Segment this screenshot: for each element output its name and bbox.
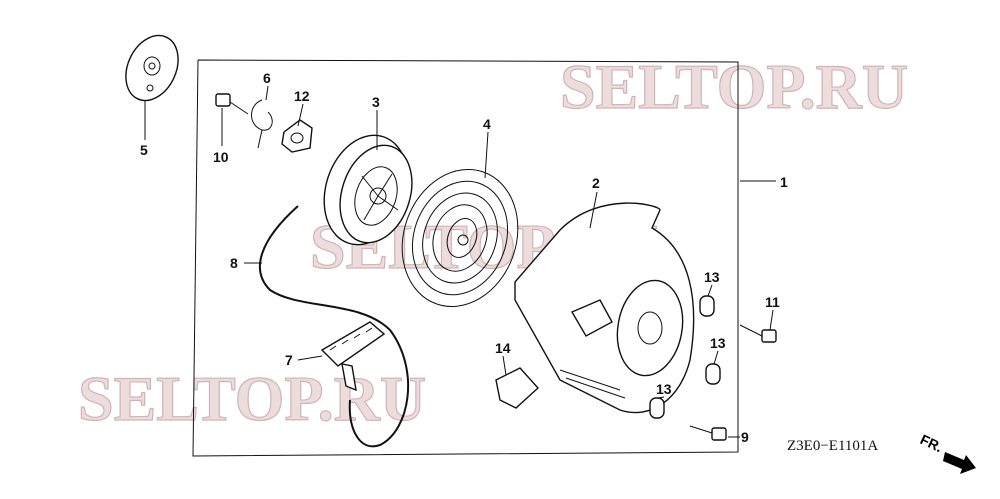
part-13-collar <box>699 295 715 317</box>
callout-1: 1 <box>780 174 788 190</box>
callout-5: 5 <box>140 142 148 158</box>
callout-3: 3 <box>372 94 380 110</box>
assembly-frame <box>192 59 739 457</box>
leader-lines <box>144 85 776 438</box>
callout-11: 11 <box>765 294 780 310</box>
callout-12: 12 <box>294 88 310 104</box>
callout-6: 6 <box>263 70 271 86</box>
part-3-pulley <box>323 134 413 246</box>
part-12-guide <box>281 119 313 153</box>
part-7-handle <box>320 321 386 392</box>
callout-13: 13 <box>710 335 726 351</box>
drawing-code: Z3E0−E1101A <box>787 438 878 454</box>
part-13-collar <box>649 397 665 419</box>
callout-8: 8 <box>230 255 238 271</box>
part-14-guide <box>495 367 539 409</box>
part-2-case <box>514 202 695 414</box>
part-11-bolt <box>739 324 777 343</box>
part-9-bolt <box>689 425 727 441</box>
part-13-collar <box>705 363 721 385</box>
callout-7: 7 <box>285 352 293 368</box>
arrow-right-down-icon <box>943 452 976 474</box>
callout-14: 14 <box>495 340 511 356</box>
direction-label: FR. <box>918 431 945 455</box>
part-10-bolt <box>215 93 249 115</box>
callout-13: 13 <box>704 269 720 285</box>
part-6-clip <box>251 99 273 149</box>
watermark: SELTOP.RU <box>78 363 426 434</box>
part-8-rope <box>258 205 410 448</box>
callout-13: 13 <box>656 381 672 397</box>
part-5-plate <box>125 34 179 102</box>
callout-9: 9 <box>741 429 749 445</box>
callout-2: 2 <box>592 175 600 191</box>
callout-10: 10 <box>213 149 229 165</box>
callout-4: 4 <box>483 116 491 132</box>
part-4-spring <box>401 168 519 308</box>
